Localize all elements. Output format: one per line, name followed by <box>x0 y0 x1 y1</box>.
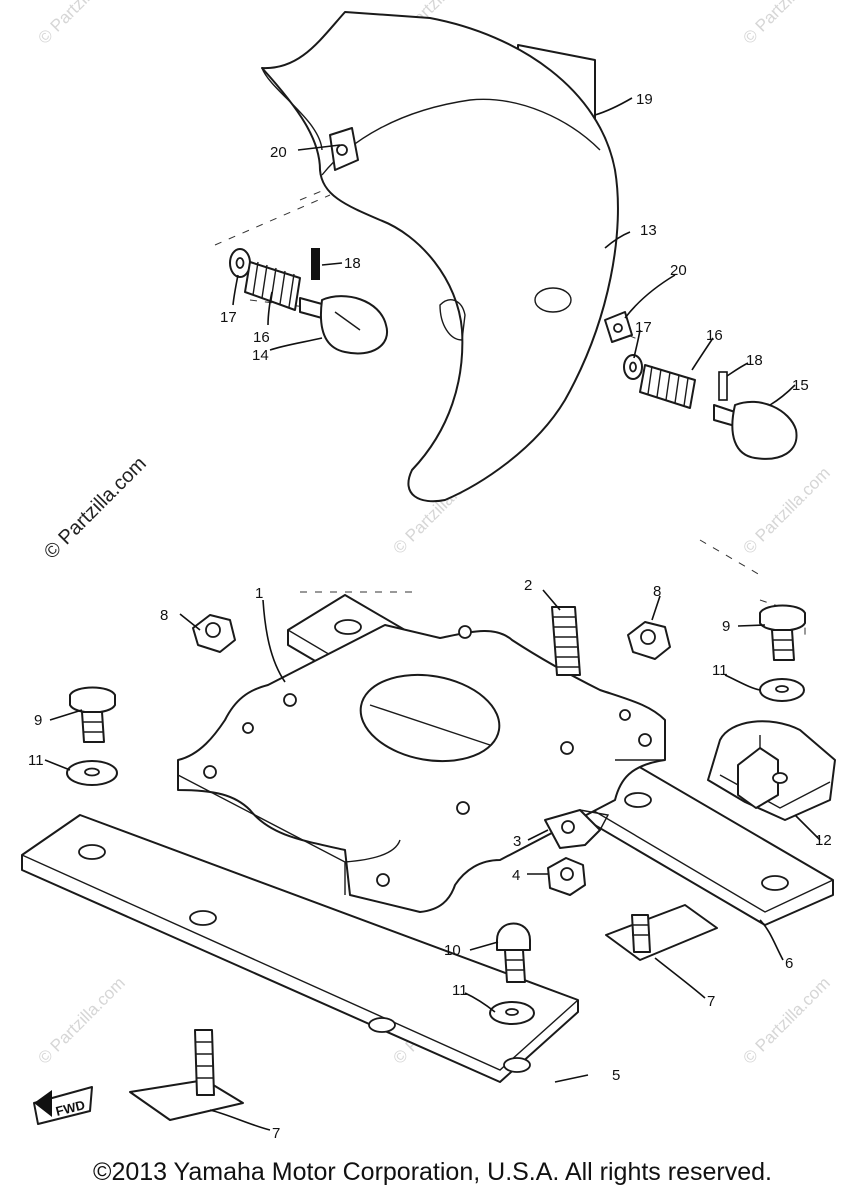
callout-8: 8 <box>653 583 661 600</box>
watermark: © Partzilla.com <box>739 463 833 557</box>
callout-18: 18 <box>344 255 361 272</box>
part-18-pin <box>718 371 728 401</box>
callout-5: 5 <box>612 1067 620 1084</box>
callout-12: 12 <box>815 832 832 849</box>
callout-13: 13 <box>640 222 657 239</box>
part-7-t-stud <box>605 904 718 961</box>
part-18-pin <box>311 248 320 280</box>
callout-8: 8 <box>160 607 168 624</box>
part-10-carriage-bolt <box>496 922 531 983</box>
callout-2: 2 <box>524 577 532 594</box>
part-17-washer <box>623 354 643 380</box>
callout-7: 7 <box>707 993 715 1010</box>
copyright-notice: ©2013 Yamaha Motor Corporation, U.S.A. A… <box>93 1158 772 1186</box>
callout-labels: 1 2 3 4 5 6 7 7 8 8 9 9 10 11 11 11 12 1… <box>28 91 832 1142</box>
callout-11: 11 <box>452 982 468 999</box>
part-7-t-stud <box>129 1029 244 1121</box>
part-8-nut <box>627 621 671 660</box>
part-15-knob <box>713 400 798 460</box>
part-14-knob <box>299 295 389 355</box>
leader-lines <box>44 97 821 1131</box>
part-16-spring <box>244 261 301 311</box>
callout-6: 6 <box>785 955 793 972</box>
direction-arrow: FWD <box>33 1086 93 1125</box>
part-2-stud <box>551 606 581 676</box>
part-12-bracket <box>707 720 836 821</box>
callout-16: 16 <box>253 329 270 346</box>
watermark: © Partzilla.com <box>739 973 833 1067</box>
watermark: © Partzilla.com <box>34 973 128 1067</box>
callout-16: 16 <box>706 327 723 344</box>
part-8-nut <box>192 614 236 653</box>
part-16-spring <box>639 364 696 409</box>
callout-9: 9 <box>722 618 730 635</box>
part-9-bolt <box>759 604 806 661</box>
callout-19: 19 <box>636 91 653 108</box>
callout-20: 20 <box>670 262 687 279</box>
watermark: © Partzilla.com <box>34 0 128 48</box>
callout-20: 20 <box>270 144 287 161</box>
callout-14: 14 <box>252 347 269 364</box>
callout-3: 3 <box>513 833 521 850</box>
part-20-clip <box>329 127 359 171</box>
callout-17: 17 <box>220 309 237 326</box>
callout-18: 18 <box>746 352 763 369</box>
part-11-washer <box>759 678 805 702</box>
watermark-prominent: © Partzilla.com <box>40 453 151 564</box>
part-3-clip-nut <box>544 809 610 849</box>
callout-17: 17 <box>635 319 652 336</box>
callout-7: 7 <box>272 1125 280 1142</box>
callout-1: 1 <box>255 585 263 602</box>
part-1-base-plate <box>177 624 666 913</box>
callout-11: 11 <box>712 662 728 679</box>
part-11-washer <box>66 760 118 786</box>
direction-label: FWD <box>54 1097 86 1119</box>
part-5-plate <box>21 814 579 1083</box>
part-4-nut <box>547 857 586 896</box>
callout-4: 4 <box>512 867 520 884</box>
part-9-bolt <box>69 686 116 743</box>
watermark: © Partzilla.com <box>739 0 833 48</box>
callout-11: 11 <box>28 752 44 769</box>
callout-15: 15 <box>792 377 809 394</box>
part-11-washer <box>489 1001 535 1025</box>
callout-9: 9 <box>34 712 42 729</box>
part-17-washer <box>229 248 251 278</box>
part-20-clip <box>604 311 633 343</box>
callout-10: 10 <box>444 942 461 959</box>
